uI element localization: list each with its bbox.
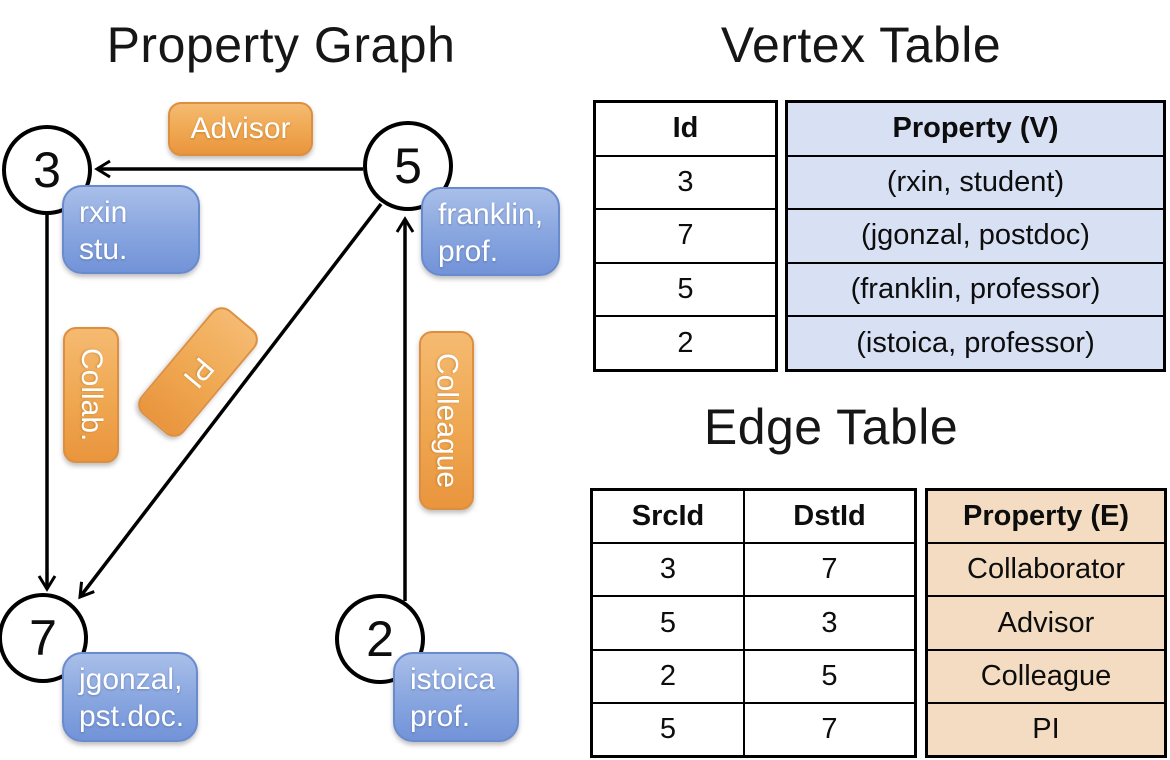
edge-label-collaborator: Collab. (63, 327, 119, 463)
vertex-table-id-cell: 3 (596, 154, 775, 209)
edge-table-header-property: Property (E) (963, 500, 1129, 533)
edge-label-text: PI (176, 350, 221, 394)
vertex-property-line: prof. (410, 700, 471, 733)
edge-table-property-cell: Colleague (928, 648, 1164, 702)
property-graph-title: Property Graph (106, 17, 456, 73)
edge-table-src-cell: 5 (659, 606, 677, 639)
vertex-property-line: istoica (410, 663, 496, 696)
edge-table-header-row: SrcId DstId (593, 491, 914, 543)
vertex-property-line: jgonzal, (79, 663, 183, 696)
graph-edges-layer (37, 159, 415, 601)
vertex-property-line: stu. (79, 233, 128, 266)
vertex-property-line: pst.doc. (79, 700, 185, 733)
vertex-table-title: Vertex Table (720, 17, 1002, 73)
edge-table-dst-cell: 7 (743, 544, 914, 596)
vertex-table-id-cell: 7 (596, 208, 775, 262)
vertex-table-id-column: Id 3 7 5 2 (593, 100, 778, 372)
vertex-property-box-istoica: istoica prof. (393, 652, 519, 742)
vertex-property-line: prof. (438, 235, 499, 268)
edge-table-src-cell: 2 (659, 659, 677, 692)
edge-label-text: Advisor (190, 112, 291, 145)
edge-label-colleague: Colleague (419, 331, 474, 510)
edge-table-property-cell: Collaborator (928, 542, 1164, 595)
edge-table-dst-cell: 3 (743, 597, 914, 649)
vertex-table-property-cell: (franklin, professor) (788, 261, 1163, 316)
node-id-label: 2 (366, 611, 394, 667)
vertex-table-property-cell: (jgonzal, postdoc) (788, 208, 1163, 262)
edge-table-dst-cell: 5 (743, 650, 914, 702)
edge-arrow-5-to-7-pi (78, 202, 383, 600)
node-id-label: 7 (29, 610, 57, 666)
graph-node-2: 2 (335, 594, 425, 684)
vertex-property-line: franklin, (438, 198, 544, 231)
vertex-table-property-column: Property (V) (rxin, student) (jgonzal, p… (785, 100, 1166, 372)
graph-node-5: 5 (363, 121, 453, 211)
vertex-table-property-cell: (istoica, professor) (788, 315, 1163, 369)
vertex-property-box-franklin: franklin, prof. (421, 187, 560, 276)
edge-table-property-column: Property (E) Collaborator Advisor Collea… (925, 488, 1167, 758)
vertex-table-header-id: Id (672, 112, 699, 145)
edge-table-header-dstid: DstId (743, 491, 914, 543)
node-id-label: 3 (33, 142, 61, 198)
vertex-property-box-jgonzal: jgonzal, pst.doc. (62, 652, 198, 742)
edge-table-row: 5 7 (593, 701, 914, 756)
vertex-table-property-cell: (rxin, student) (788, 154, 1163, 209)
edge-table-header-srcid: SrcId (631, 500, 705, 533)
edge-table-title: Edge Table (703, 399, 959, 455)
edge-label-text: Collab. (75, 348, 108, 442)
edge-table-src-cell: 3 (659, 553, 677, 586)
edge-table-row: 5 3 (593, 595, 914, 649)
vertex-table-header-property: Property (V) (892, 112, 1059, 145)
edge-table-row: 3 7 (593, 542, 914, 596)
edge-table-property-cell: Advisor (928, 595, 1164, 648)
vertex-table-id-cell: 2 (596, 315, 775, 369)
edge-table-property-cell: PI (928, 701, 1164, 755)
vertex-property-box-rxin: rxin stu. (62, 185, 200, 274)
edge-table-src-cell: 5 (659, 712, 677, 745)
edge-table-dst-cell: 7 (743, 703, 914, 756)
edge-label-text: Colleague (430, 352, 464, 489)
edge-table-row: 2 5 (593, 648, 914, 702)
vertex-property-line: rxin (79, 196, 128, 229)
edge-label-advisor: Advisor (168, 102, 313, 156)
node-id-label: 5 (394, 138, 422, 194)
edge-table-src-dst-columns: SrcId DstId 3 7 5 3 2 5 5 7 (590, 488, 917, 758)
vertex-table-id-cell: 5 (596, 261, 775, 316)
